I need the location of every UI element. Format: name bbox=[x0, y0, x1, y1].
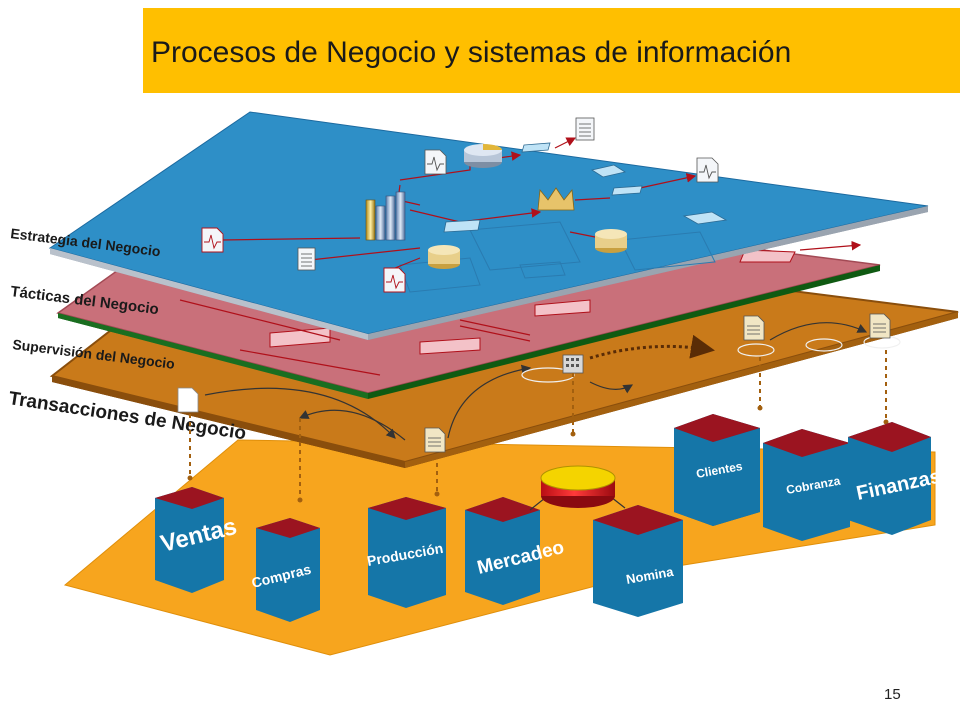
waveform-doc-icon bbox=[696, 157, 719, 183]
document-icon bbox=[869, 313, 891, 339]
title-bar: Procesos de Negocio y sistemas de inform… bbox=[143, 8, 960, 93]
drop-line-ends bbox=[187, 405, 889, 503]
system-box-produccion: Producción bbox=[366, 497, 446, 608]
document-icon bbox=[743, 315, 765, 341]
chart-icon bbox=[365, 191, 406, 241]
data-plate-icon bbox=[443, 142, 728, 233]
strategy-plane bbox=[48, 111, 929, 340]
document-icon bbox=[297, 247, 316, 271]
document-icon bbox=[575, 117, 595, 141]
crown-icon bbox=[537, 187, 575, 211]
document-icon bbox=[424, 427, 446, 453]
page-number: 15 bbox=[884, 686, 901, 703]
waveform-doc-icon bbox=[383, 267, 406, 293]
building-icon bbox=[562, 354, 584, 374]
central-database-icon bbox=[529, 465, 626, 511]
system-box-compras: Compras bbox=[250, 518, 320, 622]
system-box-finanzas: Finanzas bbox=[848, 422, 943, 535]
transaction-flows bbox=[204, 322, 901, 441]
system-box-clientes: Clientes bbox=[674, 414, 760, 526]
document-icon bbox=[177, 387, 199, 413]
waveform-doc-icon bbox=[424, 149, 447, 175]
page-title: Procesos de Negocio y sistemas de inform… bbox=[151, 36, 792, 69]
waveform-doc-icon bbox=[201, 227, 224, 253]
system-box-cobranza: Cobranza bbox=[763, 429, 850, 541]
system-box-nomina: Nomina bbox=[593, 505, 683, 617]
database-icon bbox=[464, 144, 502, 168]
storage-icon bbox=[428, 245, 460, 269]
storage-icon bbox=[595, 229, 627, 253]
drop-lines bbox=[189, 350, 887, 498]
